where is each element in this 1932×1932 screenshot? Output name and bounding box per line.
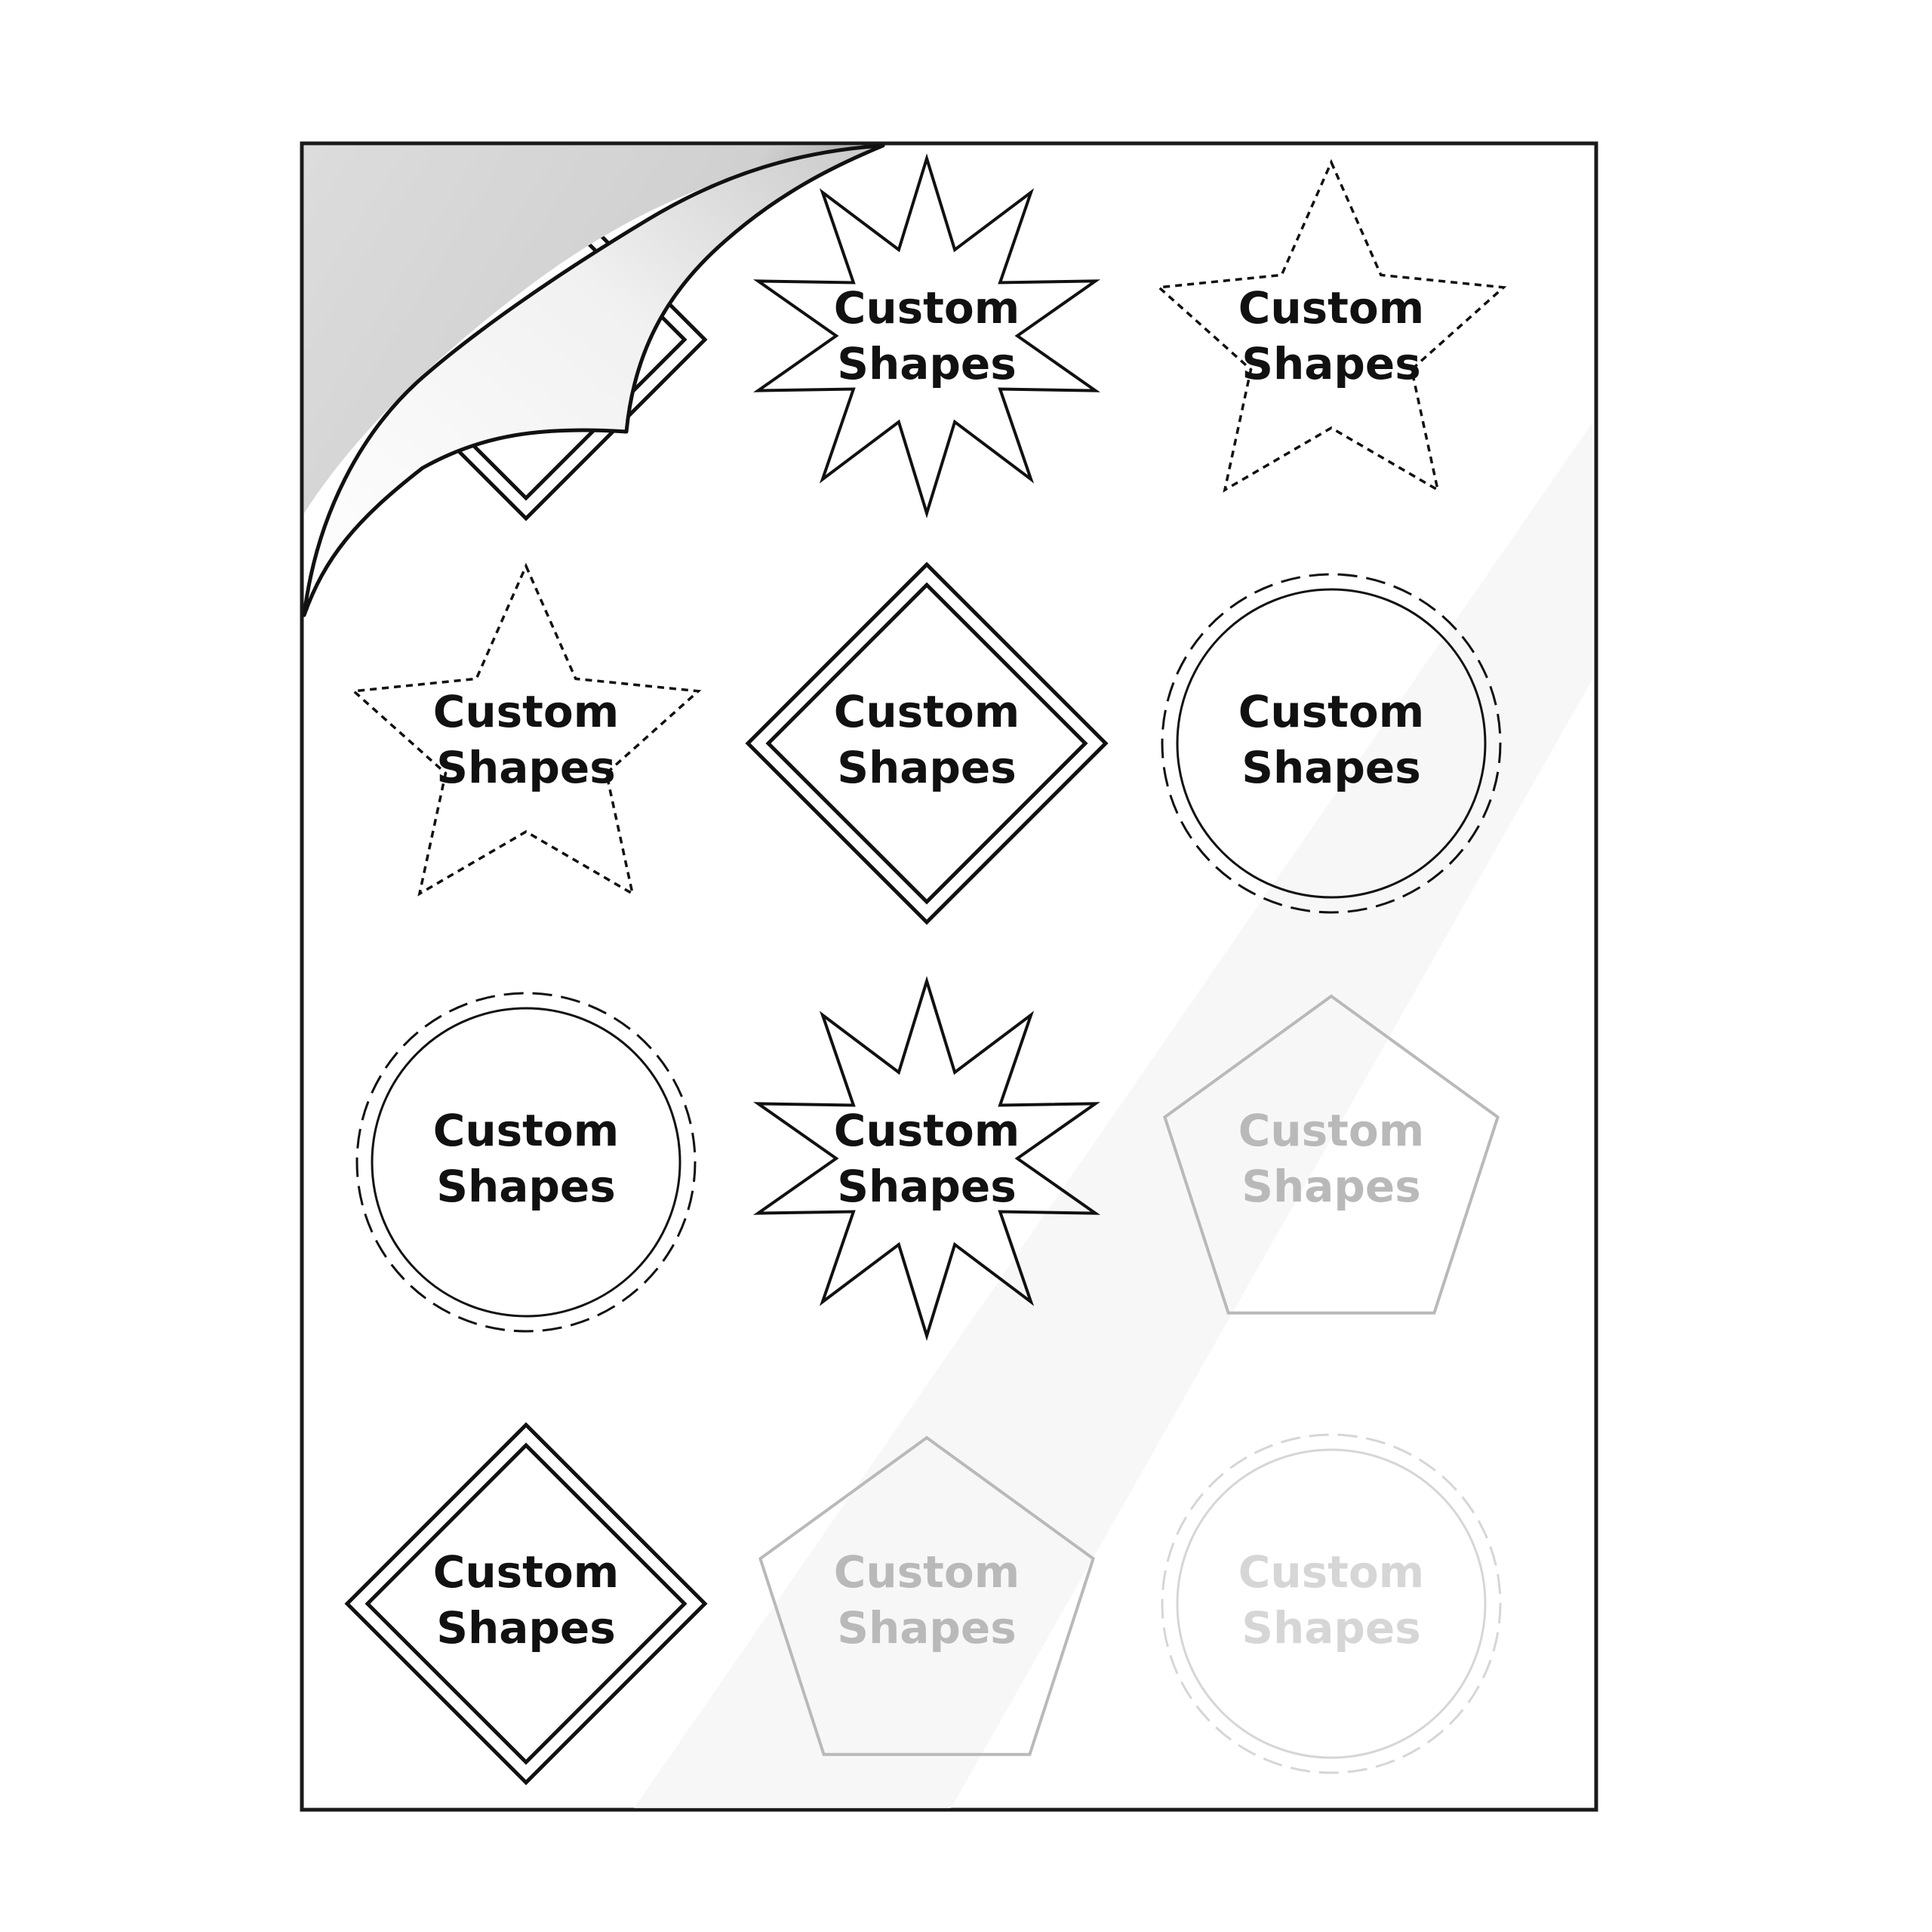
- label-text-line2: Shapes: [837, 1161, 1017, 1212]
- label-text-line1: Custom: [834, 1105, 1020, 1156]
- label-text-line2: Shapes: [837, 742, 1017, 793]
- label-text-line2: Shapes: [837, 1602, 1017, 1654]
- starburst-icon: [753, 153, 1100, 518]
- gloss-reflection: [634, 423, 1592, 1808]
- label-text-line2: Shapes: [1241, 1602, 1421, 1654]
- label-text-line2: Shapes: [1241, 338, 1421, 389]
- label-text-line1: Custom: [433, 1105, 619, 1156]
- label-text-line1: Custom: [1238, 1105, 1424, 1156]
- label-text-line1: Custom: [433, 1546, 619, 1598]
- diamond-icon: [344, 1422, 708, 1786]
- label-text-line2: Shapes: [837, 338, 1017, 389]
- label-text-line1: Custom: [1238, 282, 1424, 334]
- label-text-line1: Custom: [834, 282, 1020, 334]
- diamond-icon: [745, 561, 1109, 925]
- circle-icon: [1161, 573, 1502, 914]
- label-text-line2: Shapes: [436, 742, 616, 793]
- starburst-icon: [753, 976, 1100, 1341]
- pentagon-icon: [758, 1435, 1095, 1756]
- circle-icon: [355, 992, 697, 1333]
- label-text-line1: Custom: [1238, 686, 1424, 737]
- backing-paper: [304, 146, 875, 513]
- label-text-line2: Shapes: [1241, 1161, 1421, 1212]
- label-text-line1: Custom: [834, 686, 1020, 737]
- label-text-line2: Shapes: [1241, 742, 1421, 793]
- star-icon: [1155, 158, 1507, 493]
- circle-icon: [1161, 1433, 1502, 1774]
- curled-corner: [302, 143, 885, 617]
- label-text-line1: Custom: [1238, 1546, 1424, 1598]
- star-icon: [350, 562, 702, 897]
- label-text-line2: Shapes: [436, 1161, 616, 1212]
- label-text-line1: Custom: [433, 686, 619, 737]
- label-text-line2: Shapes: [436, 1602, 616, 1654]
- pentagon-icon: [1163, 994, 1500, 1315]
- label-text-line1: Custom: [834, 1546, 1020, 1598]
